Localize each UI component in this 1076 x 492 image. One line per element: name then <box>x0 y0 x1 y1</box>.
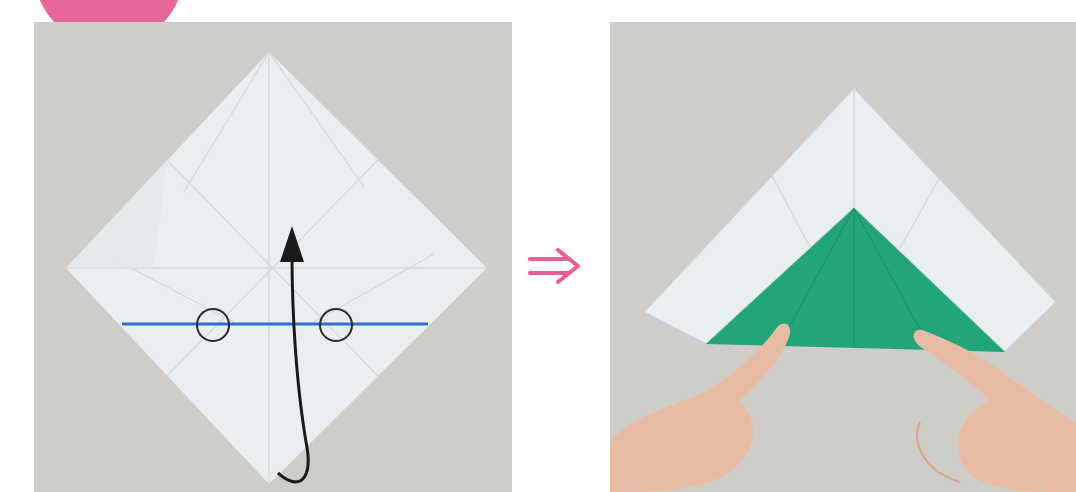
step-photo-before <box>34 22 512 492</box>
folded-result-illustration <box>610 22 1076 492</box>
step-photo-after <box>610 22 1076 492</box>
fold-instruction-illustration <box>34 22 512 492</box>
next-step-arrow-icon <box>526 246 588 286</box>
